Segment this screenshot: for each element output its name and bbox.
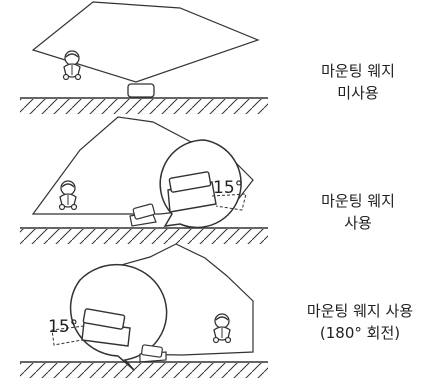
camera-icon [127,83,155,98]
angle-label: 15° [48,317,78,337]
camera-on-wedge-icon [129,203,157,227]
panel-no-wedge [20,1,268,114]
caption-line: 마운팅 웨지 [321,192,395,210]
caption-wedge-rotated: 마운팅 웨지 사용 (180° 회전) [290,300,430,344]
caption-no-wedge: 마운팅 웨지 미사용 [288,60,428,104]
person-icon [62,50,82,81]
caption-line: 미사용 [337,84,379,102]
person-icon [58,180,78,211]
angle-label: 15° [213,178,243,198]
caption-line: 마운팅 웨지 [321,62,395,80]
ground-hatch [20,363,268,378]
panel-with-wedge: 15° [20,116,268,244]
person-icon [212,313,232,344]
zoom-callout [51,263,168,371]
coverage-area [31,1,260,83]
ground-hatch [20,229,268,244]
camera-on-wedge-icon [139,344,167,363]
panel-wedge-rotated: 15° [20,243,268,378]
caption-with-wedge: 마운팅 웨지 사용 [288,190,428,234]
caption-line: 마운팅 웨지 사용 [306,302,414,320]
caption-line: (180° 회전) [319,324,401,342]
zoom-callout [159,139,247,229]
ground-hatch [20,99,268,114]
caption-line: 사용 [344,214,372,232]
